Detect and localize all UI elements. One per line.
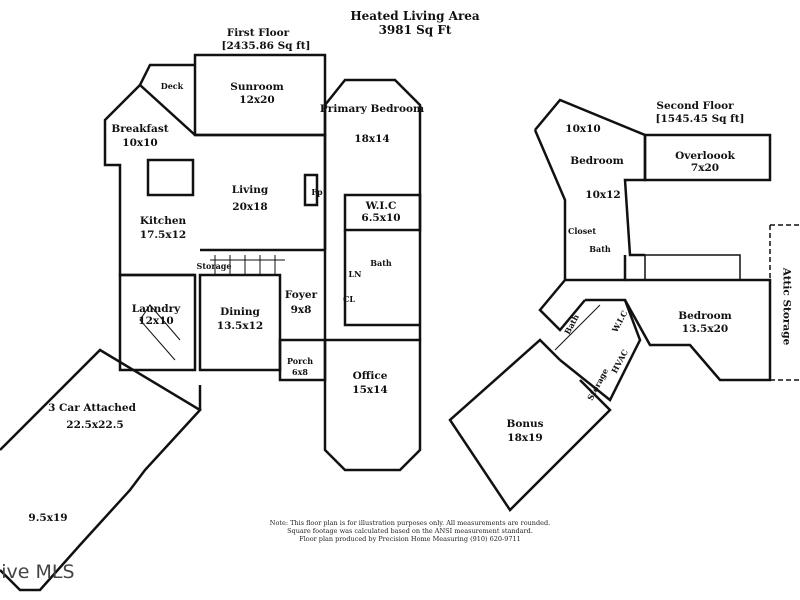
room-bedroom-2-size: 13.5x20 [681, 323, 729, 335]
room-foyer-size: 9x8 [290, 304, 312, 316]
room-bedroom-2: Bedroom [678, 310, 732, 322]
room-wic: W.I.C [365, 200, 397, 212]
room-bath-2: Bath [589, 244, 611, 254]
header-total: 3981 Sq Ft [378, 23, 452, 37]
room-garage-bay-size: 9.5x19 [28, 512, 68, 524]
room-primary-bedroom-size: 18x14 [354, 133, 390, 145]
first-floor-walls [0, 53, 422, 592]
room-sunroom-size: 12x20 [239, 94, 275, 106]
room-porch-size: 6x8 [292, 367, 308, 377]
room-dining-size: 13.5x12 [216, 320, 264, 332]
note-line-1: Note: This floor plan is for illustratio… [269, 519, 551, 527]
room-office-size: 15x14 [352, 384, 388, 396]
watermark: live MLS [0, 561, 75, 583]
room-laundry: Laundry [131, 303, 181, 315]
room-attic-storage: Attic Storage [780, 267, 793, 346]
room-bath: Bath [370, 258, 392, 268]
fireplace: Fp [311, 187, 323, 197]
room-porch: Porch [286, 356, 314, 366]
room-office: Office [352, 370, 388, 382]
room-bonus-size: 18x19 [507, 432, 543, 444]
note-line-3: Floor plan produced by Precision Home Me… [299, 535, 521, 543]
room-storage: Storage [196, 261, 232, 271]
room-closet-2: Closet [567, 226, 597, 236]
room-deck: Deck [160, 81, 184, 91]
room-bonus: Bonus [506, 418, 544, 430]
note-line-2: Square footage was calculated based on t… [287, 527, 533, 535]
room-kitchen: Kitchen [139, 215, 187, 227]
room-bedroom-1-size: 10x12 [585, 189, 621, 201]
room-linen: LN [348, 269, 362, 279]
room-wic-size: 6.5x10 [361, 212, 401, 224]
room-overlook-size: 7x20 [690, 162, 720, 174]
second-floor-walls [448, 98, 800, 512]
room-closet: CL [343, 294, 355, 304]
first-floor-area: [2435.86 Sq ft] [221, 40, 311, 52]
room-living-size: 20x18 [232, 201, 268, 213]
room-breakfast: Breakfast [111, 123, 169, 135]
room-primary-bedroom: Primary Bedroom [319, 103, 425, 115]
first-floor-title: First Floor [226, 27, 290, 39]
room-garage-size: 22.5x22.5 [66, 419, 124, 431]
second-floor-area: [1545.45 Sq ft] [655, 113, 745, 125]
header-title: Heated Living Area [350, 9, 480, 23]
room-living: Living [231, 184, 269, 196]
room-bedroom-1: Bedroom [570, 155, 624, 167]
second-floor-title: Second Floor [656, 100, 734, 112]
room-dining: Dining [220, 306, 260, 318]
room-foyer: Foyer [284, 289, 318, 301]
room-10x10-size: 10x10 [565, 123, 601, 135]
room-garage: 3 Car Attached [48, 402, 136, 414]
room-kitchen-size: 17.5x12 [139, 229, 187, 241]
room-overlook: Overloook [675, 150, 735, 162]
room-sunroom: Sunroom [230, 81, 284, 93]
room-breakfast-size: 10x10 [122, 137, 158, 149]
disclaimer-note: Note: This floor plan is for illustratio… [270, 519, 550, 543]
room-laundry-size: 12x10 [138, 315, 174, 327]
